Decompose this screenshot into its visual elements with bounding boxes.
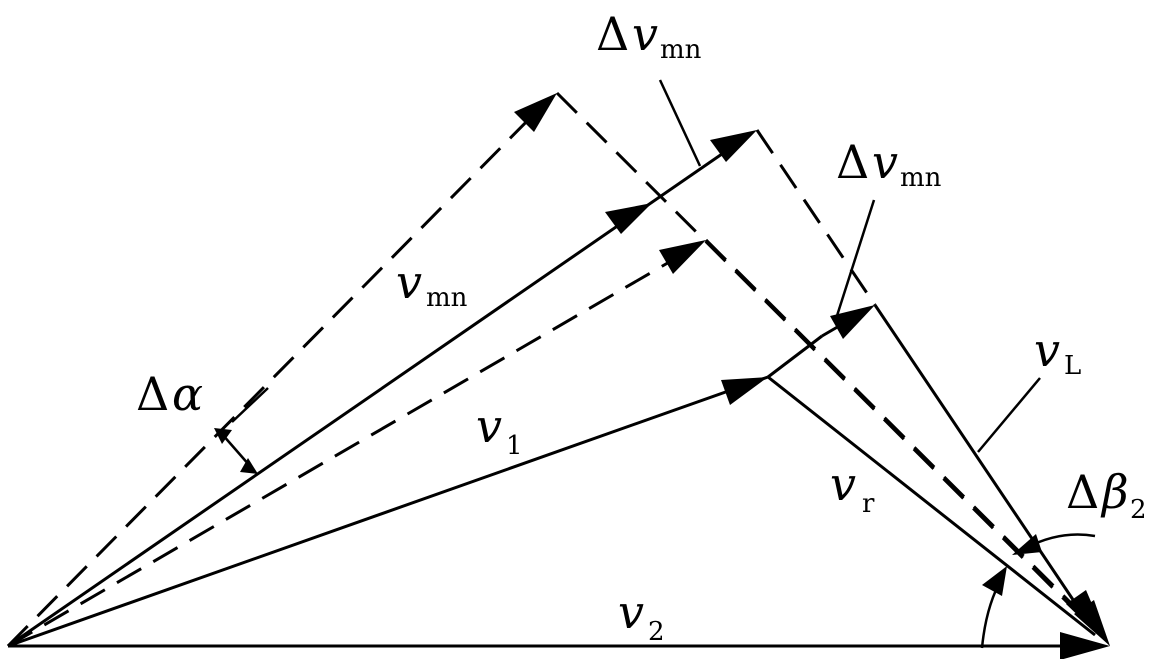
svg-text:Δ: Δ bbox=[836, 135, 869, 189]
leader-delta-v-mn-right bbox=[833, 199, 876, 323]
label-v-L: v L bbox=[1034, 323, 1081, 381]
leader-v-L bbox=[977, 377, 1041, 453]
vector-v-mn bbox=[7, 130, 757, 648]
svg-text:α: α bbox=[172, 367, 203, 421]
svg-text:v: v bbox=[632, 7, 658, 61]
dashed-middle-arrowhead bbox=[659, 240, 706, 274]
svg-text:2: 2 bbox=[648, 617, 665, 647]
delta-alpha-arrowhead-upper bbox=[214, 428, 232, 444]
v1-arrowhead bbox=[721, 377, 768, 405]
label-v-r: v r bbox=[830, 457, 875, 519]
delta-alpha-indicator bbox=[214, 387, 269, 474]
label-delta-beta-2: Δ β 2 bbox=[1066, 465, 1147, 525]
label-delta-v-mn-top: Δ v mn bbox=[596, 7, 702, 65]
svg-text:v: v bbox=[476, 399, 502, 453]
dashed-vector-upper bbox=[6, 93, 557, 648]
delta-beta-2-indicator bbox=[980, 533, 1096, 649]
vector-v1 bbox=[7, 375, 769, 648]
label-v-2: v 2 bbox=[618, 585, 665, 647]
svg-text:v: v bbox=[618, 585, 644, 639]
dashed-closing-lines bbox=[555, 91, 1092, 624]
vector-v-L bbox=[873, 304, 1092, 626]
svg-text:mn: mn bbox=[426, 283, 468, 313]
svg-text:β: β bbox=[1100, 465, 1129, 519]
svg-text:Δ: Δ bbox=[1066, 465, 1099, 519]
delta-v-mn-small-arrowhead bbox=[830, 305, 875, 339]
label-delta-v-mn-right: Δ v mn bbox=[836, 135, 942, 193]
delta-beta-2-arrowhead-lower bbox=[982, 566, 1007, 596]
dashed-upper-arrowhead bbox=[514, 93, 557, 132]
vector-v-r bbox=[767, 375, 1096, 637]
svg-text:v: v bbox=[1034, 323, 1060, 377]
delta-beta-2-arrowhead-upper bbox=[1012, 534, 1042, 555]
svg-text:mn: mn bbox=[900, 163, 942, 193]
v-mn-mid-arrowhead bbox=[605, 203, 652, 234]
label-v-mn: v mn bbox=[396, 255, 468, 313]
svg-text:1: 1 bbox=[506, 431, 523, 461]
svg-text:v: v bbox=[396, 255, 422, 309]
main-arrowhead-tip bbox=[1066, 590, 1110, 646]
v-mn-tip-arrowhead bbox=[710, 130, 757, 162]
leader-delta-v-mn-top bbox=[658, 79, 702, 167]
vector-v2 bbox=[8, 632, 1110, 659]
svg-text:2: 2 bbox=[1130, 495, 1147, 525]
svg-text:v: v bbox=[830, 457, 856, 511]
svg-text:Δ: Δ bbox=[136, 367, 169, 421]
svg-text:v: v bbox=[872, 135, 898, 189]
svg-text:mn: mn bbox=[660, 35, 702, 65]
svg-text:L: L bbox=[1064, 351, 1081, 381]
v2-arrowhead bbox=[1060, 632, 1110, 659]
vector-delta-v-mn-small bbox=[767, 305, 875, 379]
dashed-vector-middle bbox=[7, 240, 706, 648]
delta-alpha-arrowhead-lower bbox=[240, 458, 258, 474]
label-v-1: v 1 bbox=[476, 399, 523, 461]
svg-text:Δ: Δ bbox=[596, 7, 629, 61]
v-r-arrowhead bbox=[1074, 600, 1110, 646]
svg-text:r: r bbox=[862, 489, 875, 519]
label-delta-alpha: Δ α bbox=[136, 367, 203, 421]
